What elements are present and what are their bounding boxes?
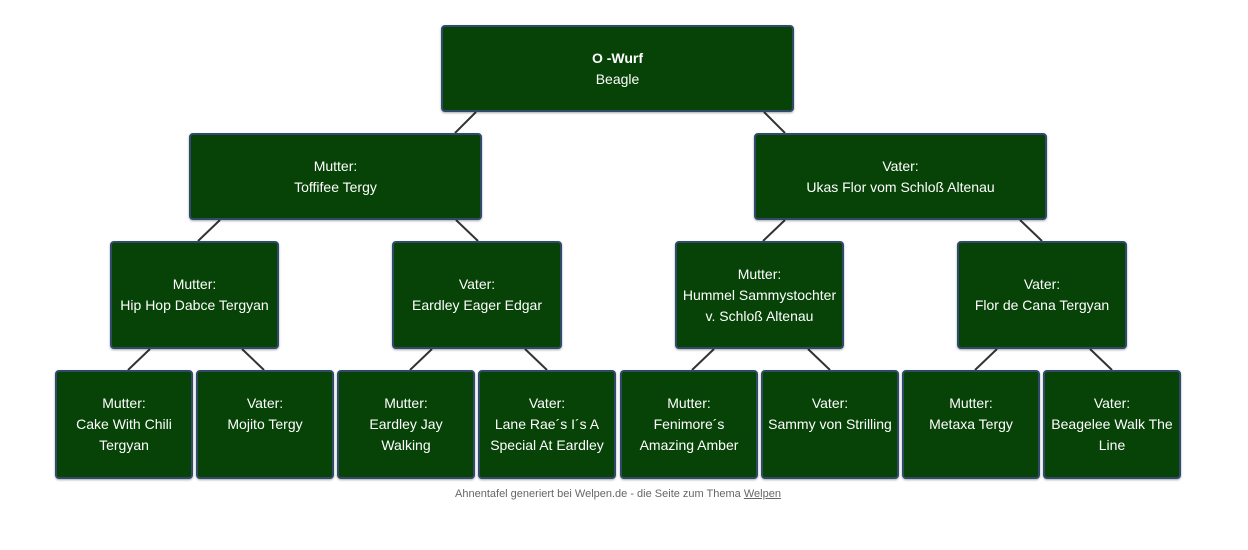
role-label: Mutter: <box>667 395 711 411</box>
node-ggp-ffm[interactable]: Mutter: Metaxa Tergy <box>902 370 1040 479</box>
role-label: Mutter: <box>384 395 428 411</box>
node-paternal-grandmother[interactable]: Mutter: Hummel Sammystochter v. Schloß A… <box>675 241 844 349</box>
dog-name: Line <box>1098 437 1126 453</box>
dog-name: Eardley Jay <box>369 416 443 432</box>
connector-line <box>455 219 479 242</box>
welpen-link[interactable]: Welpen <box>743 488 781 500</box>
dog-name: Ukas Flor vom Schloß Altenau <box>806 178 995 195</box>
footer-text: Ahnentafel generiert bei Welpen.de - die… <box>455 488 744 500</box>
dog-name: v. Schloß Altenau <box>705 307 814 324</box>
connector-line <box>241 348 265 371</box>
dog-name: Sammy von Strilling <box>768 416 892 432</box>
dog-name: Fenimore´s <box>653 416 725 432</box>
dog-name: Mojito Tergy <box>227 416 303 432</box>
connector-line <box>807 348 831 371</box>
connector-line <box>197 219 221 242</box>
connector-line <box>454 111 477 134</box>
dog-name: Special At Eardley <box>490 437 604 453</box>
node-paternal-grandfather[interactable]: Vater: Flor de Cana Tergyan <box>957 241 1127 349</box>
role-label: Mutter: <box>172 276 217 292</box>
role-label: Mutter: <box>949 395 993 411</box>
dog-name: Cake With Chili <box>76 416 172 432</box>
dog-name: Lane Rae´s I´s A <box>494 416 600 432</box>
dog-name: Toffifee Tergy <box>294 178 377 195</box>
connector-line <box>409 348 433 371</box>
breed-label: Beagle <box>595 70 640 87</box>
node-maternal-grandfather[interactable]: Vater: Eardley Eager Edgar <box>392 241 562 349</box>
role-label: Vater: <box>1023 276 1061 292</box>
role-label: Vater: <box>246 395 284 411</box>
dog-name: Metaxa Tergy <box>929 416 1013 432</box>
role-label: Vater: <box>1093 395 1131 411</box>
node-ggp-mmm[interactable]: Mutter: Cake With Chili Tergyan <box>55 370 193 479</box>
dog-name: Eardley Eager Edgar <box>412 297 542 313</box>
dog-name: Flor de Cana Tergyan <box>974 297 1110 313</box>
role-label: Mutter: <box>313 157 358 174</box>
footer: Ahnentafel generiert bei Welpen.de - die… <box>0 488 1236 500</box>
role-label: Vater: <box>811 395 849 411</box>
node-mother[interactable]: Mutter: Toffifee Tergy <box>189 133 482 220</box>
node-maternal-grandmother[interactable]: Mutter: Hip Hop Dabce Tergyan <box>110 241 279 349</box>
node-ggp-mff[interactable]: Vater: Lane Rae´s I´s A Special At Eardl… <box>478 370 616 479</box>
connector-line <box>1019 219 1043 242</box>
dog-name: Tergyan <box>99 437 149 453</box>
dog-name: Hummel Sammystochter <box>682 286 837 303</box>
dog-name: Walking <box>381 437 431 453</box>
node-ggp-fmm[interactable]: Mutter: Fenimore´s Amazing Amber <box>620 370 758 479</box>
connector-line <box>974 348 998 371</box>
root-node[interactable]: O -Wurf Beagle <box>441 25 794 112</box>
dog-name: Hip Hop Dabce Tergyan <box>120 297 269 313</box>
dog-name: Beagelee Walk The <box>1051 416 1173 432</box>
node-ggp-fmf[interactable]: Vater: Sammy von Strilling <box>761 370 899 479</box>
connector-line <box>524 348 548 371</box>
role-label: Vater: <box>528 395 566 411</box>
role-label: Vater: <box>458 276 496 292</box>
node-ggp-mfm[interactable]: Mutter: Eardley Jay Walking <box>337 370 475 479</box>
connector-line <box>127 348 151 371</box>
connector-line <box>691 348 715 371</box>
connector-line <box>1089 348 1113 371</box>
litter-title: O -Wurf <box>591 49 644 66</box>
node-ggp-fff[interactable]: Vater: Beagelee Walk The Line <box>1043 370 1181 479</box>
role-label: Mutter: <box>737 265 782 282</box>
role-label: Mutter: <box>102 395 146 411</box>
dog-name: Amazing Amber <box>639 437 739 453</box>
node-ggp-mmf[interactable]: Vater: Mojito Tergy <box>196 370 334 479</box>
connector-line <box>762 219 786 242</box>
connector-line <box>763 111 786 134</box>
node-father[interactable]: Vater: Ukas Flor vom Schloß Altenau <box>754 133 1047 220</box>
role-label: Vater: <box>882 157 919 174</box>
